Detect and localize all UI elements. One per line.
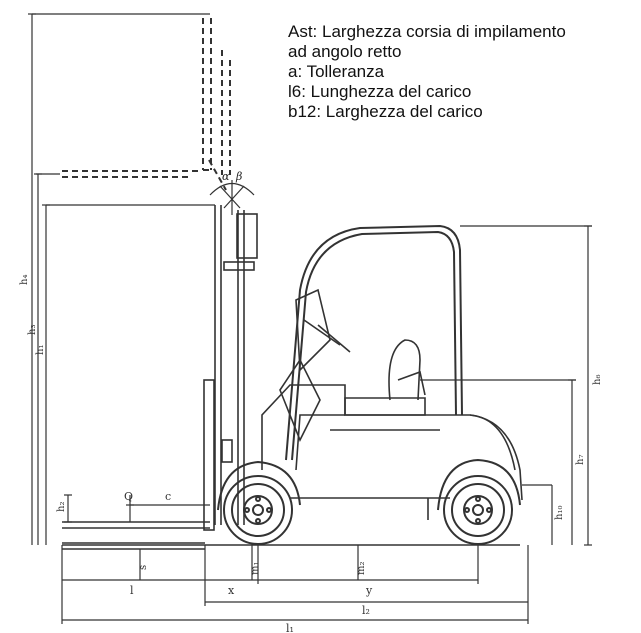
forks: [62, 521, 210, 550]
label-l: l: [130, 584, 134, 597]
h1-reference: [42, 204, 215, 545]
legend-line-a: a: Tolleranza: [288, 62, 385, 81]
truck-body: [261, 384, 523, 520]
steering: [279, 288, 351, 442]
label-q: Q: [124, 490, 133, 503]
label-h7: h₇: [575, 455, 586, 465]
label-h3: h₃: [27, 325, 38, 335]
label-c: c: [165, 490, 171, 503]
label-l2: l₂: [362, 604, 370, 617]
legend-line-b12: b12: Larghezza del carico: [288, 102, 483, 121]
label-l1: l₁: [286, 622, 294, 633]
h7-reference: [420, 379, 576, 545]
label-h4: h₄: [19, 275, 30, 285]
label-x: x: [228, 584, 235, 597]
label-alpha: α: [222, 170, 230, 183]
h3-reference: [34, 173, 60, 545]
h6-reference: [460, 225, 592, 546]
mast: [203, 205, 258, 531]
label-h10: h₁₀: [554, 506, 565, 520]
h10-reference: [522, 484, 553, 545]
legend: Ast: Larghezza corsia di impilamento ad …: [288, 22, 638, 122]
label-m2: m₂: [356, 562, 367, 576]
label-s: s: [138, 565, 149, 570]
label-y: y: [365, 584, 373, 597]
seat: [344, 339, 426, 416]
label-m1: m₁: [250, 562, 261, 576]
ground-clearance-markers: [251, 545, 359, 580]
legend-line-l6: l6: Lunghezza del carico: [288, 82, 472, 101]
load-center-marker: [126, 495, 210, 522]
label-h6: h₆: [592, 375, 603, 385]
overhead-guard: [285, 224, 463, 461]
front-wheel: [217, 460, 301, 545]
h2-reference: [64, 494, 72, 523]
max-lift-envelope: [28, 13, 210, 545]
legend-line-ast: Ast: Larghezza corsia di impilamento: [288, 22, 566, 41]
raised-mast-outline: [62, 18, 231, 191]
length-dimensions: [61, 545, 529, 624]
label-h1: h₁: [35, 345, 46, 355]
legend-line-ast-cont: ad angolo retto: [288, 42, 402, 61]
rear-wheel: [437, 458, 521, 545]
label-beta: β: [235, 170, 242, 183]
tilt-angle-arc: [209, 180, 255, 215]
label-h2: h₂: [56, 502, 67, 512]
